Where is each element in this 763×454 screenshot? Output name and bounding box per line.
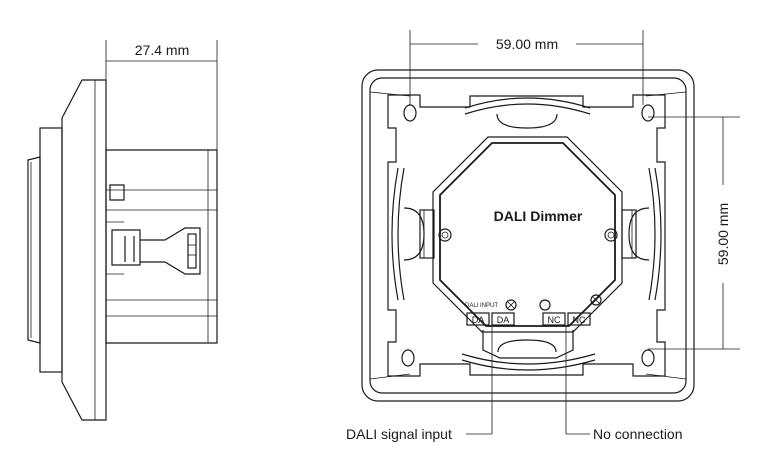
terminal-block: DA DA NC NC: [466, 312, 591, 326]
width-dimension: 59.00 mm: [409, 30, 644, 105]
screw-hole-bottom-left: [401, 349, 415, 367]
dimmer-module: DALI Dimmer DALI INPUT DA DA NC: [419, 136, 637, 359]
terminal-da-2: [491, 312, 515, 326]
module-screw-left: [438, 228, 452, 242]
depth-label: 27.4 mm: [135, 42, 189, 58]
terminal-da-1: [466, 312, 490, 326]
screw-hole-top-right: [641, 104, 655, 122]
side-view: 27.4 mm: [27, 40, 218, 421]
terminal-header: DALI INPUT: [465, 303, 498, 309]
module-tab-left: [419, 209, 435, 259]
terminal-nc-2: [567, 312, 591, 326]
callout-no-connection: No connection: [565, 326, 683, 442]
side-body: [105, 149, 218, 344]
terminal-label-1: DA: [472, 315, 485, 325]
front-view: 59.00 mm 59.00 mm: [346, 30, 740, 442]
terminal-screw-2: [539, 299, 551, 311]
screw-hole-top-left: [403, 104, 417, 122]
height-dimension: 59.00 mm: [648, 116, 740, 350]
side-knob: [27, 156, 41, 344]
callout-dali-input: DALI signal input: [346, 326, 493, 442]
terminal-label-4: NC: [573, 315, 586, 325]
terminal-label-2: DA: [497, 315, 510, 325]
dali-signal-input-label: DALI signal input: [346, 426, 452, 442]
top-slot: [464, 97, 591, 129]
left-slot: [391, 167, 425, 301]
terminal-screw-1: [505, 299, 517, 311]
width-label: 59.00 mm: [496, 36, 558, 52]
terminal-nc-1: [542, 312, 566, 326]
mounting-frame: [361, 69, 695, 402]
module-title: DALI Dimmer: [494, 208, 583, 224]
right-slot: [628, 167, 662, 301]
side-knob-ring: [39, 127, 63, 373]
depth-dimension: 27.4 mm: [105, 40, 218, 150]
bottom-slot: [461, 339, 596, 371]
side-front-plate: [61, 79, 107, 421]
height-label: 59.00 mm: [715, 203, 731, 265]
no-connection-label: No connection: [593, 426, 683, 442]
module-tab-right: [621, 209, 637, 259]
module-screw-right: [604, 228, 618, 242]
terminal-screw-3: [590, 294, 602, 306]
screw-hole-bottom-right: [641, 349, 655, 367]
terminal-label-3: NC: [548, 315, 561, 325]
